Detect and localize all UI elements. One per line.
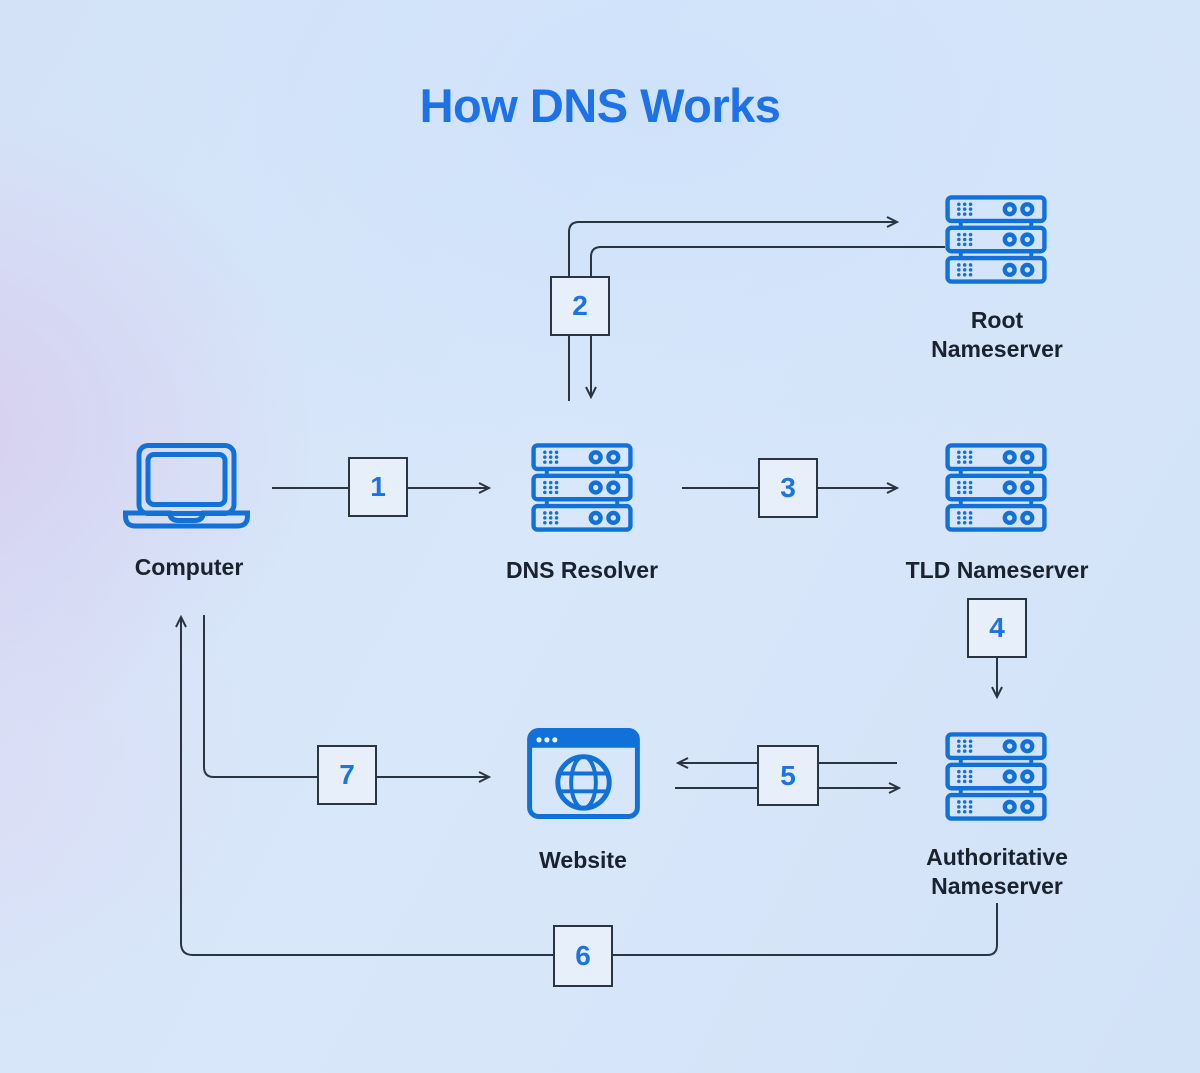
- node-dns-resolver: [531, 443, 633, 533]
- node-root-nameserver-label: Root Nameserver: [931, 307, 1063, 363]
- node-website: [527, 728, 640, 819]
- node-computer-label: Computer: [134, 554, 244, 580]
- node-computer: [121, 443, 252, 531]
- node-authoritative-nameserver: [945, 732, 1047, 822]
- server-icon: [945, 732, 1047, 822]
- browser-globe-icon: [527, 728, 640, 819]
- node-root-nameserver: [945, 195, 1047, 285]
- step-number-7: 7: [339, 759, 355, 790]
- page-title: How DNS Works: [419, 79, 781, 132]
- step-number-4: 4: [989, 612, 1005, 643]
- node-authoritative-nameserver-label: Authoritative Nameserver: [926, 844, 1068, 900]
- node-website-label: Website: [539, 847, 627, 873]
- step-number-1: 1: [370, 471, 386, 502]
- step-box-2: 2: [550, 276, 610, 336]
- step-box-5: 5: [757, 745, 819, 806]
- node-tld-nameserver-label: TLD Nameserver: [905, 557, 1089, 583]
- step-box-1: 1: [348, 457, 408, 517]
- step-box-6: 6: [553, 925, 613, 987]
- node-tld-nameserver: [945, 443, 1047, 533]
- step-box-7: 7: [317, 745, 377, 805]
- step-number-3: 3: [780, 472, 796, 503]
- laptop-icon: [121, 443, 252, 531]
- arrow-step-2-root-to-resolver: [591, 246, 945, 397]
- server-icon: [945, 443, 1047, 533]
- step-box-3: 3: [758, 458, 818, 518]
- step-box-4: 4: [967, 598, 1027, 658]
- arrow-step-7-computer-to-website: [203, 615, 489, 777]
- node-dns-resolver-label: DNS Resolver: [505, 557, 659, 583]
- step-number-6: 6: [575, 940, 591, 971]
- step-number-5: 5: [780, 759, 796, 791]
- server-icon: [945, 195, 1047, 285]
- arrow-step-2-resolver-to-root: [568, 222, 897, 401]
- server-icon: [531, 443, 633, 533]
- step-number-2: 2: [572, 290, 588, 321]
